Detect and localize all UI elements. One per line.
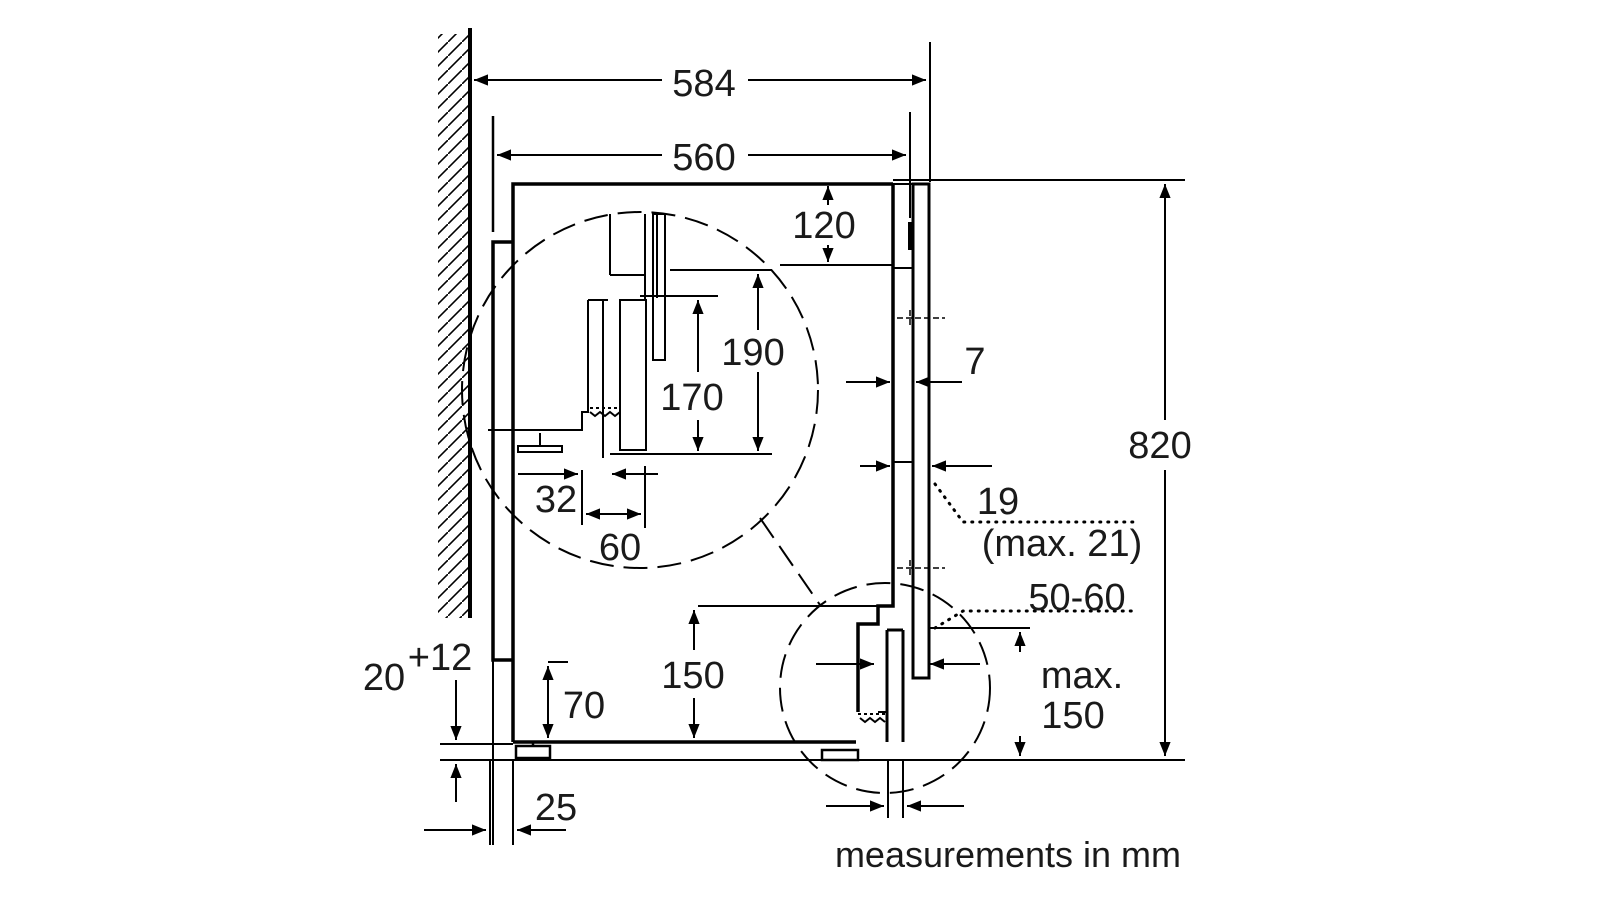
footer-note: measurements in mm [835,834,1181,875]
label-20: 20 [363,657,405,699]
detail-hinge [488,213,666,458]
label-7: 7 [964,341,985,383]
label-50-60: 50-60 [1028,577,1125,619]
label-19: 19 [977,481,1019,523]
label-60: 60 [599,527,641,569]
leader-lines [933,482,1137,630]
label-820: 820 [1128,425,1191,467]
label-560: 560 [672,137,735,179]
appliance-outline [491,116,895,845]
label-70: 70 [563,685,605,727]
label-25: 25 [535,787,577,829]
label-max21: (max. 21) [982,523,1142,565]
door-panel [878,182,945,742]
label-32: 32 [535,479,577,521]
dimension-labels: 584 560 120 190 170 32 60 7 19 (max. 21)… [363,63,1192,875]
label-120: 120 [792,205,855,247]
label-max: max. [1041,655,1123,697]
label-170: 170 [660,377,723,419]
label-190: 190 [721,332,784,374]
extension-lines [440,42,1185,845]
label-plus12: +12 [408,637,472,679]
detail-circles [461,211,991,794]
dimension-arrows [424,74,1171,836]
wall [438,28,472,618]
label-584: 584 [672,63,735,105]
label-max-150: 150 [1041,695,1104,737]
detail-foot [858,713,887,724]
label-150-plinth: 150 [661,655,724,697]
